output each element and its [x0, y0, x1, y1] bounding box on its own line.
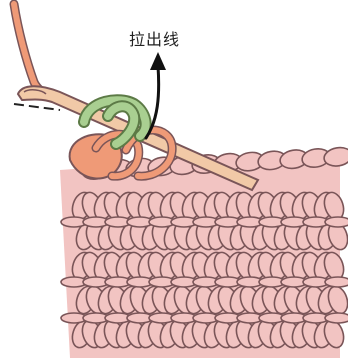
- stitch: [325, 277, 348, 287]
- yarn-dashed-line: [14, 104, 60, 110]
- pull-yarn-label: 拉出线: [129, 26, 180, 50]
- stitch: [325, 217, 348, 227]
- stitch: [325, 313, 348, 323]
